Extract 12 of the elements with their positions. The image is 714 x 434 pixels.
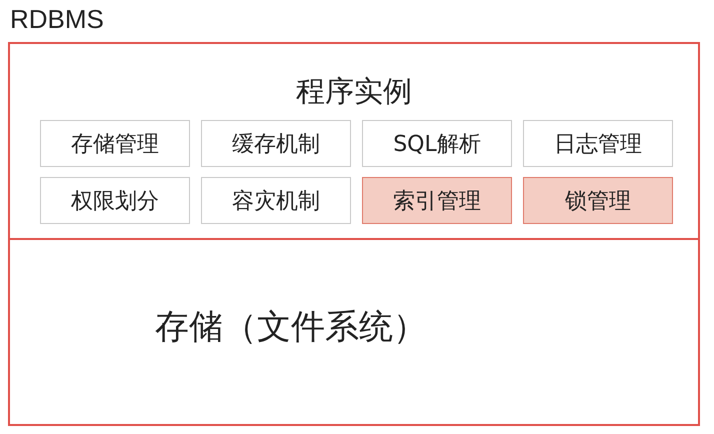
module-box: 权限划分 xyxy=(40,177,190,224)
section-title: 程序实例 xyxy=(295,73,413,110)
module-box: 缓存机制 xyxy=(201,120,351,167)
highlighted-module-box: 锁管理 xyxy=(523,177,673,224)
module-box: SQL解析 xyxy=(362,120,512,167)
module-box: 存储管理 xyxy=(40,120,190,167)
module-box: 日志管理 xyxy=(523,120,673,167)
frame-label: RDBMS xyxy=(10,3,104,36)
highlighted-module-box: 索引管理 xyxy=(362,177,512,224)
outer-frame xyxy=(8,42,700,426)
module-box: 容灾机制 xyxy=(201,177,351,224)
section-title: 存储（文件系统） xyxy=(155,306,427,349)
